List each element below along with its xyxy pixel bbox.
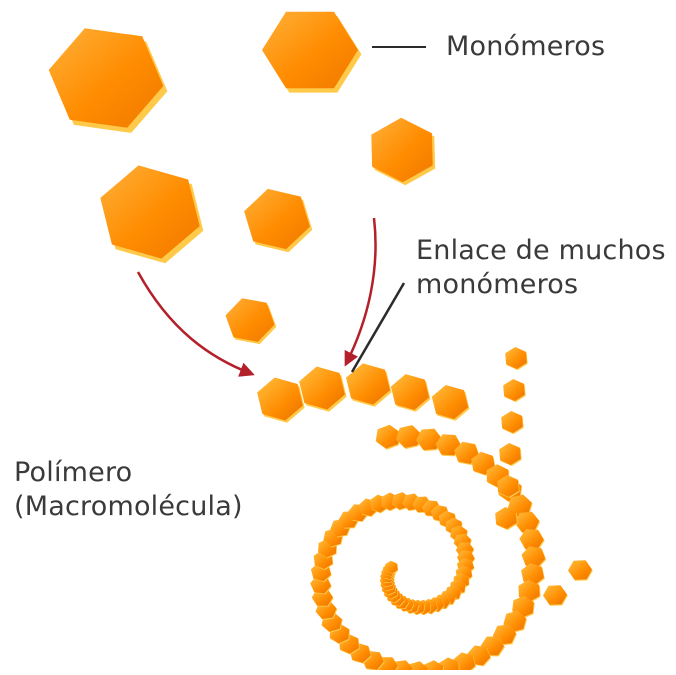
- monomer-hexagon-3: [371, 118, 435, 186]
- curved-arrow-right: [346, 218, 376, 364]
- link-label: Enlace de muchos monómeros: [416, 234, 666, 302]
- monomers-label-text: Monómeros: [446, 30, 605, 64]
- monomer-hexagon-1: [49, 28, 168, 133]
- link-leader-line: [352, 283, 404, 372]
- polymer-bead-86: [501, 411, 523, 434]
- monomer-hexagon-6: [226, 298, 277, 344]
- polymer-bead-85: [503, 379, 525, 402]
- monomer-hexagon-5: [244, 189, 312, 252]
- link-label-line2: monómeros: [416, 268, 666, 302]
- link-label-line1: Enlace de muchos: [416, 234, 666, 268]
- polymer-bead-87: [499, 443, 521, 466]
- polymer-bead-4: [391, 374, 431, 412]
- monomer-group: [49, 12, 436, 344]
- polymer-bead-2: [299, 367, 347, 412]
- polymer-bead-5: [432, 385, 470, 421]
- monomer-hexagon-2: [262, 12, 361, 93]
- polymer-label: Polímero (Macromolécula): [14, 456, 243, 524]
- polymer-bead-90: [543, 585, 568, 606]
- polymer-label-line1: Polímero: [14, 456, 243, 490]
- polymer-bead-84: [505, 347, 527, 370]
- polymer-chain: [257, 347, 593, 670]
- polymer-label-line2: (Macromolécula): [14, 490, 243, 524]
- monomers-label: Monómeros: [446, 30, 605, 64]
- polymer-bead-91: [568, 560, 593, 581]
- polymer-bead-1: [257, 378, 305, 423]
- monomer-hexagon-4: [100, 165, 203, 263]
